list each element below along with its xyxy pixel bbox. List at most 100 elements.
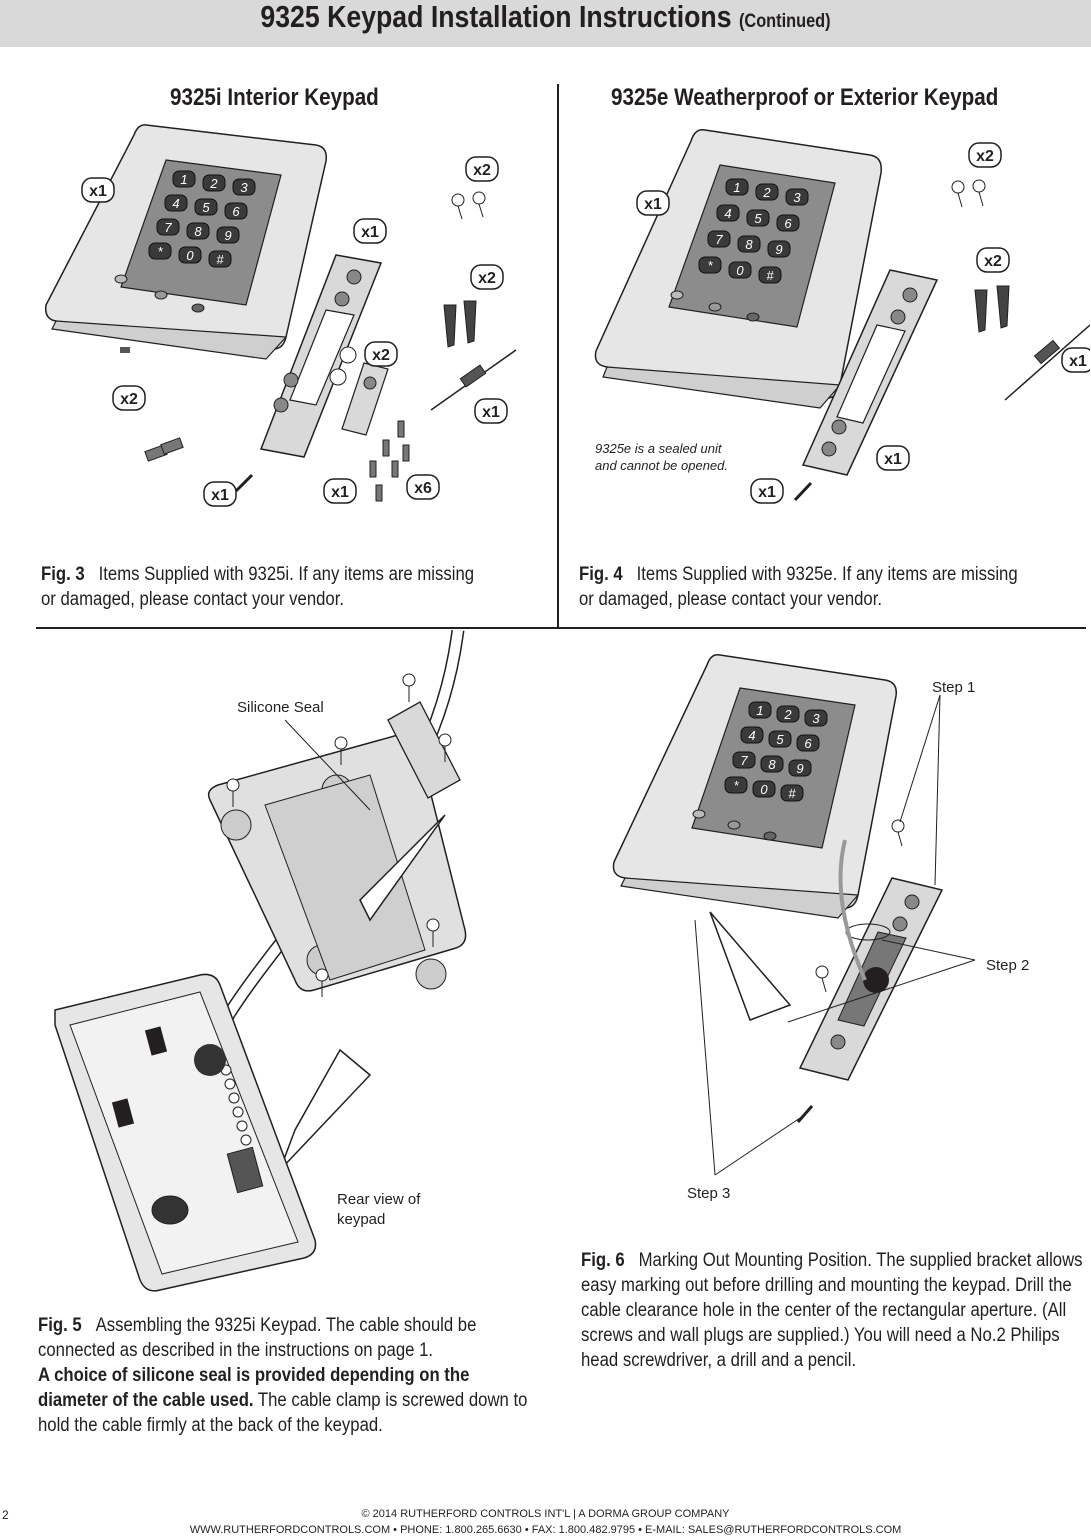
quantity-badge-shape: [364, 341, 398, 367]
key-label: 8: [768, 757, 776, 772]
led-mid-icon: [708, 302, 722, 312]
key-label: 7: [740, 753, 748, 768]
key-label: 5: [754, 211, 762, 226]
mount-hole-icon: [220, 809, 252, 841]
key-label: *: [733, 778, 739, 793]
quantity-label: x1: [644, 196, 662, 213]
quantity-badge-shape: [353, 218, 387, 244]
key-label: 1: [733, 180, 740, 195]
key-cap: [156, 218, 180, 236]
bracket-hole-icon: [273, 397, 289, 413]
key-label: *: [157, 244, 163, 259]
left-section-title: 9325i Interior Keypad: [170, 84, 379, 111]
screws-icon: [451, 191, 486, 220]
bracket-hole-icon: [831, 419, 847, 435]
quantity-label: x2: [976, 148, 994, 165]
seal-callout-line: [284, 719, 371, 811]
led-right-icon: [763, 831, 777, 841]
quantity-label: x1: [1069, 353, 1087, 370]
silicone-seal-icon: [339, 346, 357, 364]
mount-hole-icon: [415, 958, 447, 990]
cable-clamp-icon: [341, 362, 389, 436]
housing-inner: [69, 991, 299, 1275]
screw-icon: [234, 473, 254, 493]
wire-bundle-icon: [194, 1044, 226, 1076]
key-cap: [698, 256, 722, 274]
fig4-note-line1: 9325e is a sealed unit: [595, 441, 722, 456]
key-label: 8: [745, 237, 753, 252]
bracket-aperture: [289, 309, 355, 406]
key-label: 4: [172, 196, 179, 211]
led-mid-icon: [727, 820, 741, 830]
key-label: 4: [724, 206, 731, 221]
cable: [838, 839, 867, 981]
keypad-key: #: [780, 784, 804, 802]
quantity-badge: x1: [750, 478, 784, 504]
quantity-badge: x6: [406, 474, 440, 500]
clamp-hole-icon: [363, 376, 377, 390]
quantity-badge: x1: [203, 481, 237, 507]
key-label: 7: [715, 232, 723, 247]
key-cap: [148, 242, 172, 260]
keypad-key: 3: [804, 709, 828, 727]
keypad-key: 7: [707, 230, 731, 248]
step1-callout-line: [934, 694, 941, 886]
fig6-caption: Fig. 6 Marking Out Mounting Position. Th…: [581, 1248, 1087, 1373]
rear-view-label-line1: Rear view of: [337, 1191, 421, 1208]
bracket-hole-icon: [821, 441, 837, 457]
quantity-badge-shape: [112, 385, 146, 411]
assembly-arrow-icon: [359, 814, 446, 922]
keypad-key: 2: [776, 705, 800, 723]
keypad-screw-hole-icon: [120, 347, 130, 353]
fig5-bold-text: A choice of silicone seal is provided de…: [38, 1365, 470, 1411]
key-cap: [732, 751, 756, 769]
screw-icon: [793, 481, 813, 502]
key-cap: [232, 178, 256, 196]
header-band: 9325 Keypad Installation Instructions (C…: [0, 0, 1091, 47]
keypad-key: #: [758, 266, 782, 284]
bracket-hole-icon: [283, 372, 299, 388]
key-label: 8: [194, 224, 202, 239]
quantity-badge: x2: [112, 385, 146, 411]
keypad-key: *: [698, 256, 722, 274]
fig6-label: Fig. 6: [581, 1250, 625, 1271]
key-cap: [752, 780, 776, 798]
keypad-key: *: [724, 776, 748, 794]
key-cap: [728, 261, 752, 279]
key-cap: [186, 222, 210, 240]
small-screws-icon: [369, 420, 410, 502]
keypad-key: *: [148, 242, 172, 260]
footer-contact: WWW.RUTHERFORDCONTROLS.COM • PHONE: 1.80…: [189, 1524, 902, 1536]
bracket-hole-icon: [334, 291, 350, 307]
wall-plugs-icon: [974, 285, 1010, 333]
key-label: 0: [760, 782, 768, 797]
fig3-text: Items Supplied with 9325i. If any items …: [41, 564, 475, 610]
keypad-key: 8: [186, 222, 210, 240]
terminal-screws-icon: [220, 1064, 252, 1146]
quantity-badge: x1: [323, 478, 357, 504]
key-cap: [202, 174, 226, 192]
fig5-illustration: Silicone Seal Rear view of keypad: [54, 630, 467, 1292]
key-label: 7: [164, 220, 172, 235]
keypad-key: 0: [178, 246, 202, 264]
quantity-badge: x1: [81, 177, 115, 203]
key-label: 3: [240, 180, 248, 195]
diode-icon: [1033, 339, 1061, 365]
page-title: 9325 Keypad Installation Instructions (C…: [76, 0, 1014, 39]
quantity-badge: x2: [968, 142, 1002, 168]
keypad-key: 0: [728, 261, 752, 279]
quantity-badge: x1: [636, 190, 670, 216]
keypad-key: 5: [194, 198, 218, 216]
key-label: 2: [209, 176, 218, 191]
keypad-key: 5: [746, 209, 770, 227]
keypad-key: 0: [752, 780, 776, 798]
fig5-label: Fig. 5: [38, 1315, 82, 1336]
key-cap: [740, 726, 764, 744]
fig3-label: Fig. 3: [41, 564, 85, 585]
bracket-hole-icon: [830, 1034, 846, 1050]
quantity-badge-shape: [876, 445, 910, 471]
key-label: 9: [224, 228, 231, 243]
key-label: 5: [776, 732, 784, 747]
key-label: 9: [775, 242, 782, 257]
